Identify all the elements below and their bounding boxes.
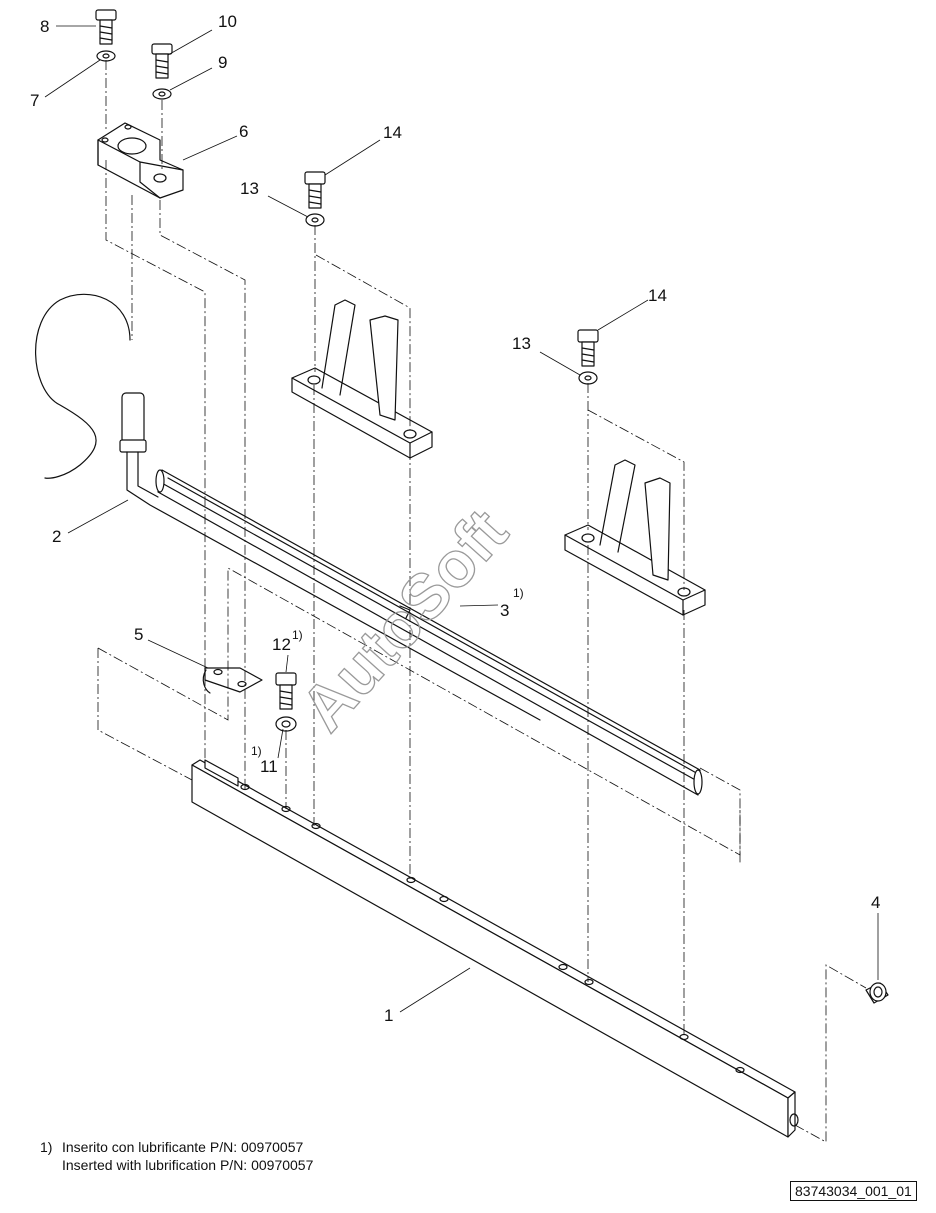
bolt-14-left [304,171,326,209]
callout-2: 2 [52,527,61,546]
callout-3-footnote: 1) [513,586,524,600]
callout-12-footnote: 1) [292,628,303,642]
callout-5: 5 [134,625,143,644]
callout-3: 3 [500,601,509,620]
callouts: 8 10 9 7 6 14 13 14 13 2 3 1) 5 12 1) 1)… [30,12,880,1025]
part-3-rod [155,469,703,796]
callout-7: 7 [30,91,39,110]
callout-8: 8 [40,17,49,36]
callout-11-footnote: 1) [251,744,262,758]
support-bracket-left [291,299,433,459]
callout-6: 6 [239,122,248,141]
footnote-line-italian: Inserito con lubrificante P/N: 00970057 [62,1139,304,1155]
part-2-sensor [35,293,541,721]
callout-1: 1 [384,1006,393,1025]
washer-9 [152,88,172,100]
callout-9: 9 [218,53,227,72]
callout-13-upper: 13 [240,179,259,198]
footnote: 1) Inserito con lubrificante P/N: 0097005… [40,1138,313,1174]
washer-11 [275,716,297,732]
bolt-8 [95,9,117,45]
bolt-12 [275,672,297,710]
callout-10: 10 [218,12,237,31]
part-5-clip [202,667,263,694]
washer-7 [96,50,116,62]
watermark: AutoSoft [287,495,521,744]
callout-13-lower: 13 [512,334,531,353]
callout-12: 12 [272,635,291,654]
bolt-10 [151,43,173,79]
part-4-plug [865,982,889,1004]
leader-lines [44,25,879,1013]
footnote-marker: 1) [40,1139,53,1155]
callout-11: 11 [260,757,278,776]
washer-13-left [305,213,325,227]
part-1-beam [191,759,799,1138]
washer-13-right [578,371,598,385]
part-6-bracket [97,122,184,199]
callout-14-upper: 14 [383,123,402,142]
callout-14-lower: 14 [648,286,667,305]
callout-4: 4 [871,893,880,912]
support-bracket-right [564,459,706,616]
assembly-lines [97,60,867,1143]
bolt-14-right [577,329,599,367]
document-id: 83743034_001_01 [790,1181,917,1201]
footnote-line-english: Inserted with lubrification P/N: 0097005… [62,1157,314,1173]
